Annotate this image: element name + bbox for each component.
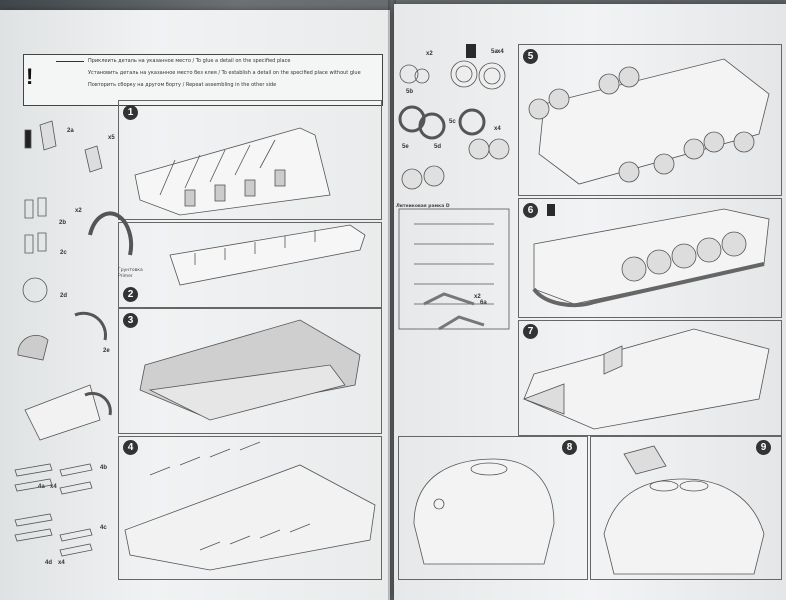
step-number: 2 xyxy=(123,287,138,302)
subassembly-badge: 2b xyxy=(59,220,67,226)
multiplier-badge: x2 xyxy=(426,51,433,57)
step-box-6 xyxy=(518,198,782,318)
legend-glue: Приклеить деталь на указанное место / To… xyxy=(88,58,291,64)
warning-icon: ! xyxy=(26,64,34,89)
step-box-3 xyxy=(118,308,382,434)
multiplier-badge: x5 xyxy=(108,135,115,141)
page-gutter xyxy=(388,0,396,600)
wheel-badge: 5b xyxy=(406,89,414,95)
primer-label-en: Primer xyxy=(118,274,133,279)
step-box-5 xyxy=(518,44,782,196)
wheel-badge: 5e xyxy=(402,144,409,150)
multiplier-badge: x4 xyxy=(58,560,65,566)
subassembly-badge: 2d xyxy=(60,293,68,299)
right-page: 5 6 7 8 9 Литниковая рамка D x4 x2 x2 x4… xyxy=(394,4,786,600)
step-number: 8 xyxy=(562,440,577,455)
legend-box xyxy=(23,54,383,106)
primer-label-ru: Грунтовка xyxy=(118,268,143,273)
wheel-badge: 6a xyxy=(480,300,487,306)
legend-noglue: Установить деталь на указанное место без… xyxy=(88,70,361,76)
step-number: 1 xyxy=(123,105,138,120)
step-number: 5 xyxy=(523,49,538,64)
step-number: 3 xyxy=(123,313,138,328)
sprue-label: Литниковая рамка D xyxy=(396,204,450,209)
right-page-drawings xyxy=(398,44,770,575)
multiplier-badge: x2 xyxy=(75,208,82,214)
legend-repeat: Повторить сборку на другом борту / Repea… xyxy=(88,82,277,88)
multiplier-badge: x4 xyxy=(494,126,501,132)
step-number: 4 xyxy=(123,440,138,455)
step-box-8 xyxy=(398,436,588,580)
subassembly-badge: 4c xyxy=(100,525,107,531)
multiplier-badge: x2 xyxy=(474,294,481,300)
step-box-9 xyxy=(590,436,782,580)
step-number: 7 xyxy=(523,324,538,339)
wheel-badge: 5d xyxy=(434,144,442,150)
step-box-7 xyxy=(518,320,782,436)
arrow-icon xyxy=(56,61,84,62)
wheel-badge: 5a xyxy=(491,49,498,55)
wheel-badge: 5c xyxy=(449,119,456,125)
multiplier-badge: x4 xyxy=(50,484,57,490)
step-box-2 xyxy=(118,222,382,308)
subassembly-badge: 2c xyxy=(60,250,67,256)
left-page-drawings xyxy=(14,120,376,571)
flag-icon xyxy=(466,44,476,58)
step-number: 6 xyxy=(523,203,538,218)
subassembly-badge: 4d xyxy=(45,560,53,566)
flag-icon xyxy=(547,204,555,216)
step-box-1 xyxy=(118,100,382,220)
step-box-4 xyxy=(118,436,382,580)
subassembly-badge: 4b xyxy=(100,465,108,471)
subassembly-badge: 2e xyxy=(103,348,110,354)
multiplier-badge: x4 xyxy=(497,49,504,55)
left-page: ! Приклеить деталь на указанное место / … xyxy=(0,10,390,600)
subassembly-badge: 2a xyxy=(67,128,74,134)
step-number: 9 xyxy=(756,440,771,455)
